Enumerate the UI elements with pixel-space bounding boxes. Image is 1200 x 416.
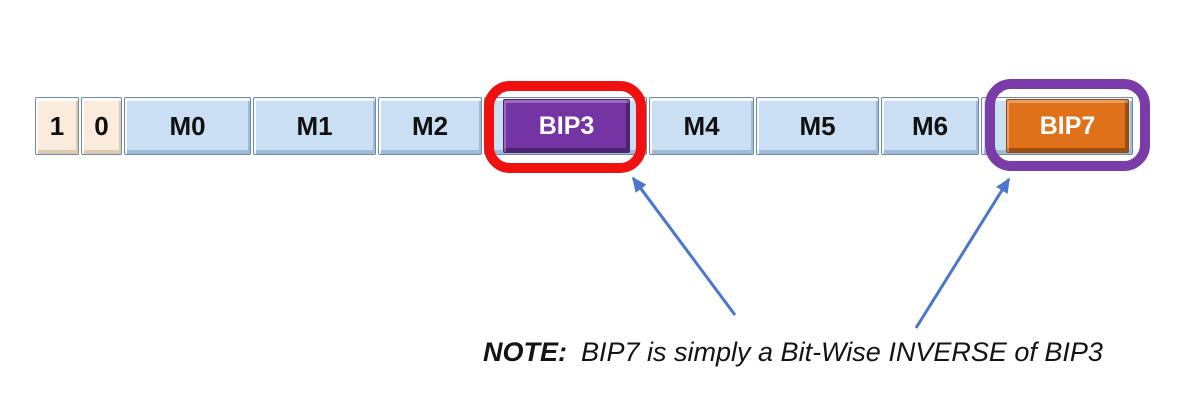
- bip3-box: BIP3: [503, 99, 630, 153]
- cell-m1: M1: [253, 97, 376, 155]
- bip3-pointer-arrow-icon: [631, 176, 737, 316]
- note-text: NOTE: BIP7 is simply a Bit-Wise INVERSE o…: [483, 337, 1103, 368]
- cell-bip3-slot: BIP3: [484, 97, 647, 155]
- bip3-label: BIP3: [538, 111, 595, 140]
- cell-label: M2: [411, 110, 449, 141]
- cell-m2: M2: [378, 97, 482, 155]
- bip7-highlight-ring: [985, 79, 1150, 171]
- cell-m4: M4: [649, 97, 754, 155]
- cell-m5: M5: [756, 97, 879, 155]
- frame-row: 1 0 M0 M1 M2 BIP3 M4 M5 M6 BIP7: [35, 97, 1133, 155]
- cell-bip7-slot: BIP7: [981, 97, 1133, 155]
- cell-label: 0: [94, 110, 109, 141]
- cell-bit-1: 1: [35, 97, 79, 155]
- cell-label: M4: [683, 110, 720, 141]
- cell-label: 1: [49, 110, 65, 141]
- cell-label: M1: [296, 110, 333, 141]
- cell-m0: M0: [124, 97, 251, 155]
- bip7-label: BIP7: [1039, 111, 1096, 140]
- cell-label: M5: [799, 110, 836, 141]
- cell-m6: M6: [881, 97, 979, 155]
- cell-bit-0: 0: [81, 97, 122, 155]
- cell-label: M0: [169, 110, 206, 141]
- note-body: BIP7 is simply a Bit-Wise INVERSE of BIP…: [581, 337, 1103, 367]
- bip7-box: BIP7: [1006, 99, 1129, 153]
- bip7-pointer-arrow-icon: [914, 177, 1011, 329]
- bip3-highlight-ring: [484, 81, 646, 173]
- note-label: NOTE:: [483, 337, 567, 367]
- cell-label: M6: [911, 110, 949, 141]
